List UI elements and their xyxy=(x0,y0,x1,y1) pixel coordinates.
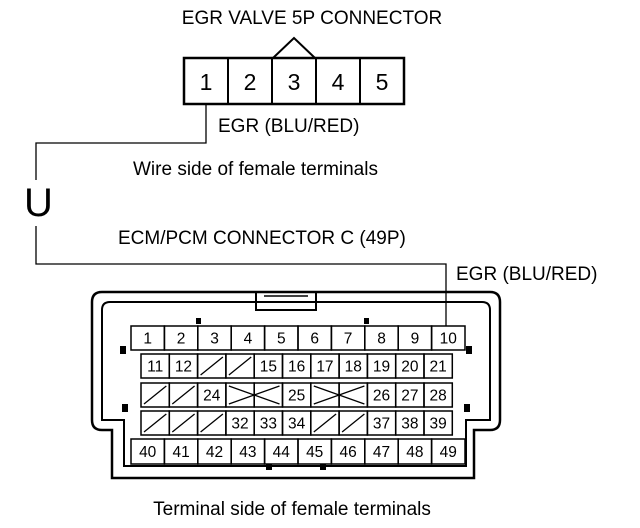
terminal-number: 43 xyxy=(239,444,256,461)
terminal-number: 20 xyxy=(401,359,419,376)
terminal-number: 44 xyxy=(273,444,291,461)
terminal-number: 49 xyxy=(440,444,457,461)
blank-cavity-cross xyxy=(313,385,365,405)
ecm-connector-housing xyxy=(90,290,502,480)
terminal-number: 12 xyxy=(175,359,192,376)
terminal-number: 42 xyxy=(206,444,223,461)
terminal-number: 10 xyxy=(440,331,458,348)
egr-lock-tab xyxy=(272,36,316,59)
terminal-number: 18 xyxy=(345,359,362,376)
terminal-number: 38 xyxy=(401,416,418,433)
terminal-number: 15 xyxy=(260,359,277,376)
terminal-number: 26 xyxy=(373,388,390,405)
egr-connector-housing xyxy=(182,56,406,106)
blank-cavity-slash xyxy=(228,356,252,376)
terminal-number: 34 xyxy=(288,416,306,433)
terminal-number: 40 xyxy=(139,444,157,461)
egr-pin: 1 xyxy=(200,69,213,95)
egr-connector-title: EGR VALVE 5P CONNECTOR xyxy=(182,8,442,29)
terminal-number: 9 xyxy=(411,331,420,348)
blank-cavity-slash xyxy=(341,413,365,433)
egr-pin: 4 xyxy=(332,69,345,95)
terminal-number: 33 xyxy=(260,416,277,433)
junction-symbol: U xyxy=(24,181,53,225)
terminal-number: 41 xyxy=(172,444,189,461)
blank-cavity-slash xyxy=(171,385,196,405)
egr-wire-label-bottom: EGR (BLU/RED) xyxy=(456,264,597,285)
ecm-view-caption: Terminal side of female terminals xyxy=(153,499,431,520)
terminal-cavity xyxy=(423,382,454,408)
terminal-number: 3 xyxy=(210,331,219,348)
terminal-number: 47 xyxy=(373,444,390,461)
terminal-number: 28 xyxy=(430,388,447,405)
terminal-number: 19 xyxy=(373,359,390,376)
egr-wire-label-top: EGR (BLU/RED) xyxy=(218,116,359,137)
blank-cavity-slash xyxy=(313,413,337,433)
terminal-number: 1 xyxy=(143,331,152,348)
egr-view-caption: Wire side of female terminals xyxy=(133,159,378,180)
blank-cavity-cross xyxy=(228,385,280,405)
terminal-number: 6 xyxy=(310,331,319,348)
terminal-number: 24 xyxy=(203,388,221,405)
blank-cavity-slash xyxy=(171,413,196,433)
terminal-number: 39 xyxy=(430,416,447,433)
terminal-cavity xyxy=(430,438,466,465)
egr-connector-body: 1 2 3 4 5 xyxy=(182,36,406,106)
terminal-cavity xyxy=(423,353,454,379)
terminal-number: 17 xyxy=(316,359,333,376)
blank-cavity-slash xyxy=(143,413,167,433)
blank-cavity-slash xyxy=(143,385,167,405)
terminal-number: 2 xyxy=(177,331,186,348)
egr-wire xyxy=(35,104,447,326)
terminal-cavity xyxy=(423,410,454,436)
terminal-number: 21 xyxy=(430,359,447,376)
terminal-number: 16 xyxy=(288,359,305,376)
terminal-number: 27 xyxy=(401,388,418,405)
terminal-number: 8 xyxy=(377,331,386,348)
terminal-number: 45 xyxy=(306,444,323,461)
terminal-number: 5 xyxy=(277,331,286,348)
terminal-number: 25 xyxy=(288,388,305,405)
blank-cavity-slash xyxy=(200,356,224,376)
terminal-cavity xyxy=(430,325,466,351)
terminal-number: 4 xyxy=(244,331,253,348)
egr-pin: 2 xyxy=(244,69,257,95)
terminal-number: 48 xyxy=(406,444,423,461)
egr-pin: 5 xyxy=(376,69,389,95)
ecm-connector-title: ECM/PCM CONNECTOR C (49P) xyxy=(118,228,406,249)
terminal-number: 32 xyxy=(231,416,248,433)
terminal-number: 46 xyxy=(339,444,356,461)
terminal-number: 11 xyxy=(147,359,163,376)
terminal-number: 37 xyxy=(373,416,390,433)
egr-pin: 3 xyxy=(288,69,301,95)
blank-cavity-slash xyxy=(200,413,224,433)
terminal-number: 7 xyxy=(344,331,353,348)
